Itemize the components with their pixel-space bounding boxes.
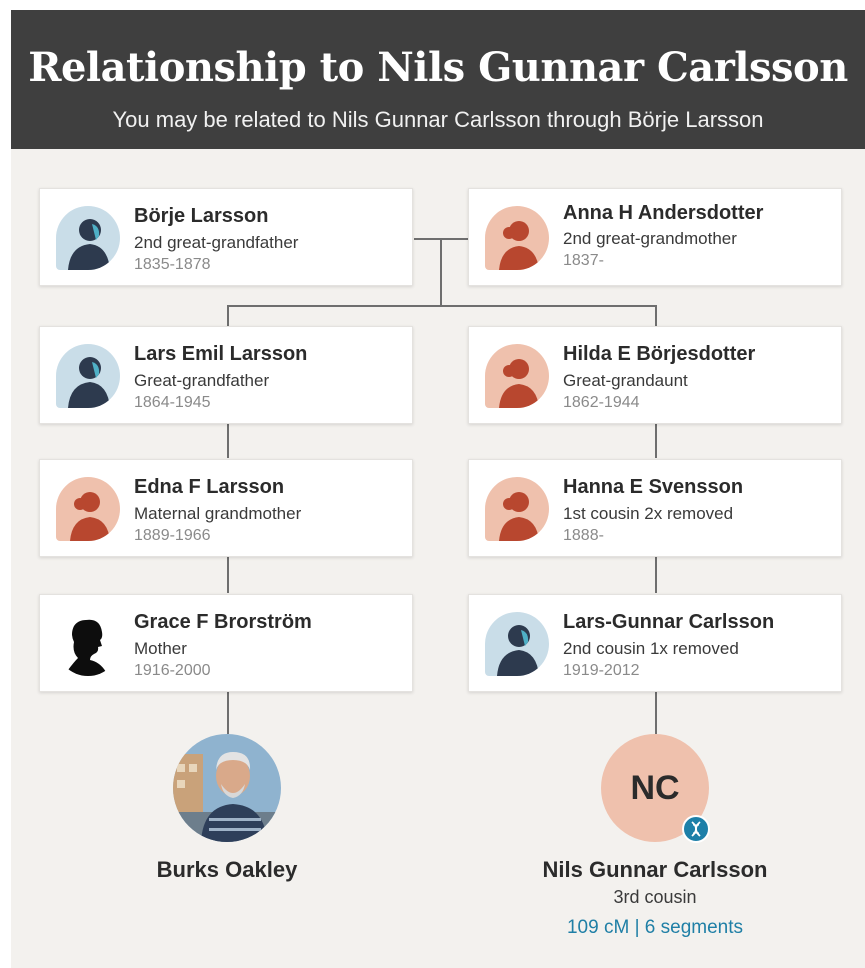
person-relationship: Great-grandaunt xyxy=(563,371,688,390)
person-relationship: 2nd great-grandmother xyxy=(563,229,737,248)
connector-right-2 xyxy=(655,424,657,458)
user-photo[interactable] xyxy=(173,734,281,842)
person-card-edna-larsson[interactable]: Edna F Larsson Maternal grandmother 1889… xyxy=(39,459,413,557)
person-name: Anna H Andersdotter xyxy=(563,202,764,224)
female-silhouette-icon xyxy=(56,477,120,541)
connector-right-3 xyxy=(655,557,657,593)
person-card-hilda-borjesdotter[interactable]: Hilda E Börjesdotter Great-grandaunt 186… xyxy=(468,326,842,424)
page-title: Relationship to Nils Gunnar Carlsson xyxy=(28,44,848,91)
male-silhouette-icon xyxy=(485,612,549,676)
connector-left-2 xyxy=(227,424,229,458)
person-relationship: 2nd great-grandfather xyxy=(134,233,299,252)
header-banner: Relationship to Nils Gunnar Carlsson You… xyxy=(11,10,865,149)
person-card-lars-gunnar-carlsson[interactable]: Lars-Gunnar Carlsson 2nd cousin 1x remov… xyxy=(468,594,842,692)
female-silhouette-icon xyxy=(485,206,549,270)
page-subtitle: You may be related to Nils Gunnar Carlss… xyxy=(112,107,764,132)
person-years: 1916-2000 xyxy=(134,662,211,679)
person-name: Lars-Gunnar Carlsson xyxy=(563,611,775,633)
connector-left-1 xyxy=(227,305,229,326)
person-name: Edna F Larsson xyxy=(134,476,285,498)
person-relationship: Mother xyxy=(134,639,187,658)
connector-right-4 xyxy=(655,692,657,734)
female-silhouette-icon xyxy=(485,477,549,541)
person-card-borje-larsson[interactable]: Börje Larsson 2nd great-grandfather 1835… xyxy=(39,188,413,286)
connector-left-4 xyxy=(227,692,229,734)
person-years: 1862-1944 xyxy=(563,394,640,411)
connector-right-1 xyxy=(655,305,657,326)
person-years: 1837- xyxy=(563,252,604,269)
person-years: 1919-2012 xyxy=(563,662,640,679)
connector-couple-down xyxy=(440,238,442,306)
self-name: Burks Oakley xyxy=(156,857,298,882)
female-profile-silhouette-icon xyxy=(56,612,120,676)
male-silhouette-icon xyxy=(56,344,120,408)
person-card-anna-andersdotter[interactable]: Anna H Andersdotter 2nd great-grandmothe… xyxy=(468,188,842,286)
male-silhouette-icon xyxy=(56,206,120,270)
female-silhouette-icon xyxy=(485,344,549,408)
match-relationship: 3rd cousin xyxy=(613,887,697,907)
person-name: Hanna E Svensson xyxy=(563,476,744,498)
connector-left-3 xyxy=(227,557,229,593)
person-name: Börje Larsson xyxy=(134,205,269,227)
person-card-lars-emil-larsson[interactable]: Lars Emil Larsson Great-grandfather 1864… xyxy=(39,326,413,424)
person-name: Lars Emil Larsson xyxy=(134,343,308,365)
person-relationship: 2nd cousin 1x removed xyxy=(563,639,739,658)
person-relationship: Great-grandfather xyxy=(134,371,270,390)
person-relationship: Maternal grandmother xyxy=(134,504,302,523)
person-name: Hilda E Börjesdotter xyxy=(563,343,756,365)
shared-dna-link[interactable]: 109 cM | 6 segments xyxy=(566,917,744,938)
person-card-grace-brorstrom[interactable]: Grace F Brorström Mother 1916-2000 xyxy=(39,594,413,692)
match-name[interactable]: Nils Gunnar Carlsson xyxy=(542,857,768,882)
person-card-hanna-svensson[interactable]: Hanna E Svensson 1st cousin 2x removed 1… xyxy=(468,459,842,557)
person-years: 1889-1966 xyxy=(134,527,211,544)
connector-siblings xyxy=(227,305,657,307)
dna-icon xyxy=(682,815,710,843)
person-years: 1888- xyxy=(563,527,604,544)
person-years: 1864-1945 xyxy=(134,394,211,411)
person-years: 1835-1878 xyxy=(134,256,211,273)
person-relationship: 1st cousin 2x removed xyxy=(563,504,734,523)
person-name: Grace F Brorström xyxy=(134,611,312,633)
